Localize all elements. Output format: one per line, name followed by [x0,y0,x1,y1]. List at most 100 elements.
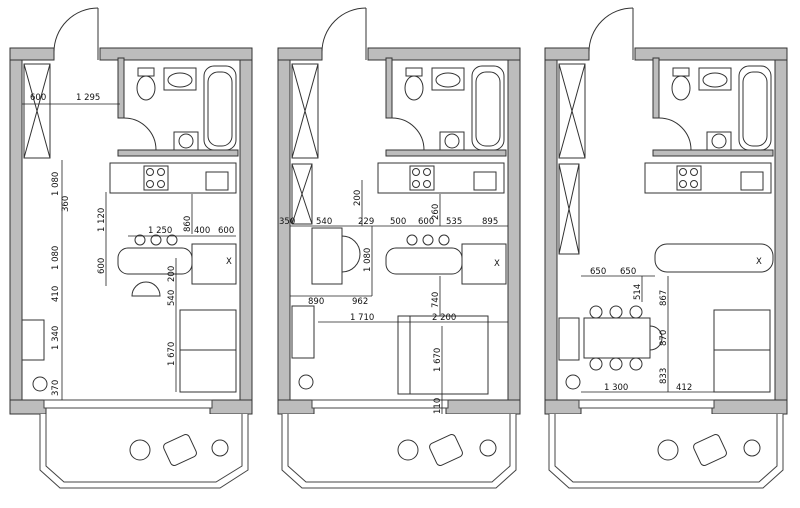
desk [311,227,343,285]
dim-label: 600 [218,226,234,236]
dim-label: 535 [446,217,462,227]
plan-3-dimensions: 650 650 514 867 870 833 1 300 412 [581,267,714,393]
dim-label: 360 [61,196,71,212]
dim-label: 962 [352,297,368,307]
bottom-wall-right [209,399,253,415]
dim-label: 833 [659,368,669,384]
dim-label: 650 [590,267,606,277]
sink [163,67,197,91]
top-wall-left [9,47,55,61]
dim-label: 890 [308,297,324,307]
plan-2-balcony [281,399,517,489]
plan-3-wardrobe [558,63,586,255]
plan-1-entrance-door [53,7,99,60]
plan-1-bathroom [123,65,237,151]
bath-wall [117,57,125,119]
washing-machine [173,131,199,151]
dim-label: 895 [482,217,498,227]
plan-1-wardrobe [23,63,51,159]
plan-2: X 350 540 229 500 600 [277,7,521,489]
dim-label: 650 [620,267,636,277]
fridge-mark: X [756,257,762,267]
dim-label: 1 300 [604,383,628,393]
dim-label: 1 080 [51,172,61,196]
bed [397,315,489,395]
plan-2-entrance-door [321,7,367,60]
plan-3-bathroom [658,65,772,151]
dim-label: 1 295 [76,93,100,103]
dim-label: 350 [279,217,295,227]
dim-label: 860 [183,216,193,232]
plan-3-entrance-door [588,7,634,60]
balcony-plant [211,439,229,457]
dim-label: 600 [97,258,107,274]
dim-label: 260 [431,204,441,220]
fridge-mark: X [494,259,500,269]
top-wall-right [99,47,253,61]
dim-label: 740 [431,292,441,308]
plan-2-dining [311,227,463,285]
toilet [136,75,156,101]
dim-label: 540 [167,290,177,306]
bottom-wall-left [9,399,47,415]
dim-label: 200 [167,266,177,282]
plan-3: X 650 650 514 867 [544,7,788,489]
plan-1-dimensions: 600 1 295 1 080 360 1 080 410 1 340 370 … [22,93,236,400]
kitchen-island [654,243,774,273]
plan-3-dining [583,305,663,371]
dim-label: 1 340 [51,326,61,350]
dim-label: 1 670 [167,342,177,366]
plan-1-walls [9,47,253,415]
plan-1-balcony [39,399,249,489]
plan-3-kitchen: X [644,162,774,273]
armchair [131,281,161,297]
dining-table [117,247,193,275]
fridge-mark: X [226,257,232,267]
dim-label: 1 080 [51,246,61,270]
dim-label: 370 [51,380,61,396]
plan-1-living [21,309,237,393]
kitchen-sink [205,171,229,191]
plan-1: X 600 1 295 1 080 [9,7,253,489]
balcony-chair [163,434,197,466]
dim-label: 410 [51,286,61,302]
dim-label: 1 670 [433,348,443,372]
left-wall [9,47,23,415]
dim-label: 867 [659,290,669,306]
plan-2-wardrobe [291,63,319,225]
dim-label: 500 [390,217,406,227]
plan-1-dining [117,234,193,297]
plant [32,376,48,392]
dim-label: 412 [676,383,692,393]
dim-label: 1 250 [148,226,172,236]
tv-unit [21,319,45,361]
dim-label: 400 [194,226,210,236]
dim-label: 2 200 [432,313,456,323]
right-wall [239,47,253,415]
dim-label: 200 [353,190,363,206]
dim-label: 600 [418,217,434,227]
dim-label: 110 [433,398,443,414]
plan-2-dimensions: 350 540 229 500 600 535 895 200 260 1 08… [279,180,508,414]
plan-2-walls [277,47,521,415]
plan-3-walls [544,47,788,415]
bath-wall-bottom [117,149,239,157]
dim-label: 540 [316,217,332,227]
plan-2-kitchen: X [377,162,507,285]
desk-chair [341,235,361,273]
dim-label: 1 120 [97,208,107,232]
plan-2-living [291,305,489,395]
dim-label: 1 710 [350,313,374,323]
sofa [179,309,237,393]
plan-3-balcony [548,399,784,489]
plan-2-bathroom [391,65,505,151]
dim-label: 514 [633,284,643,300]
plan-3-living [558,309,771,393]
dining-table [583,317,651,359]
plan-1-kitchen: X [109,162,237,285]
dim-label: 870 [659,330,669,346]
balcony-table [129,439,151,461]
dim-label: 600 [30,93,46,103]
